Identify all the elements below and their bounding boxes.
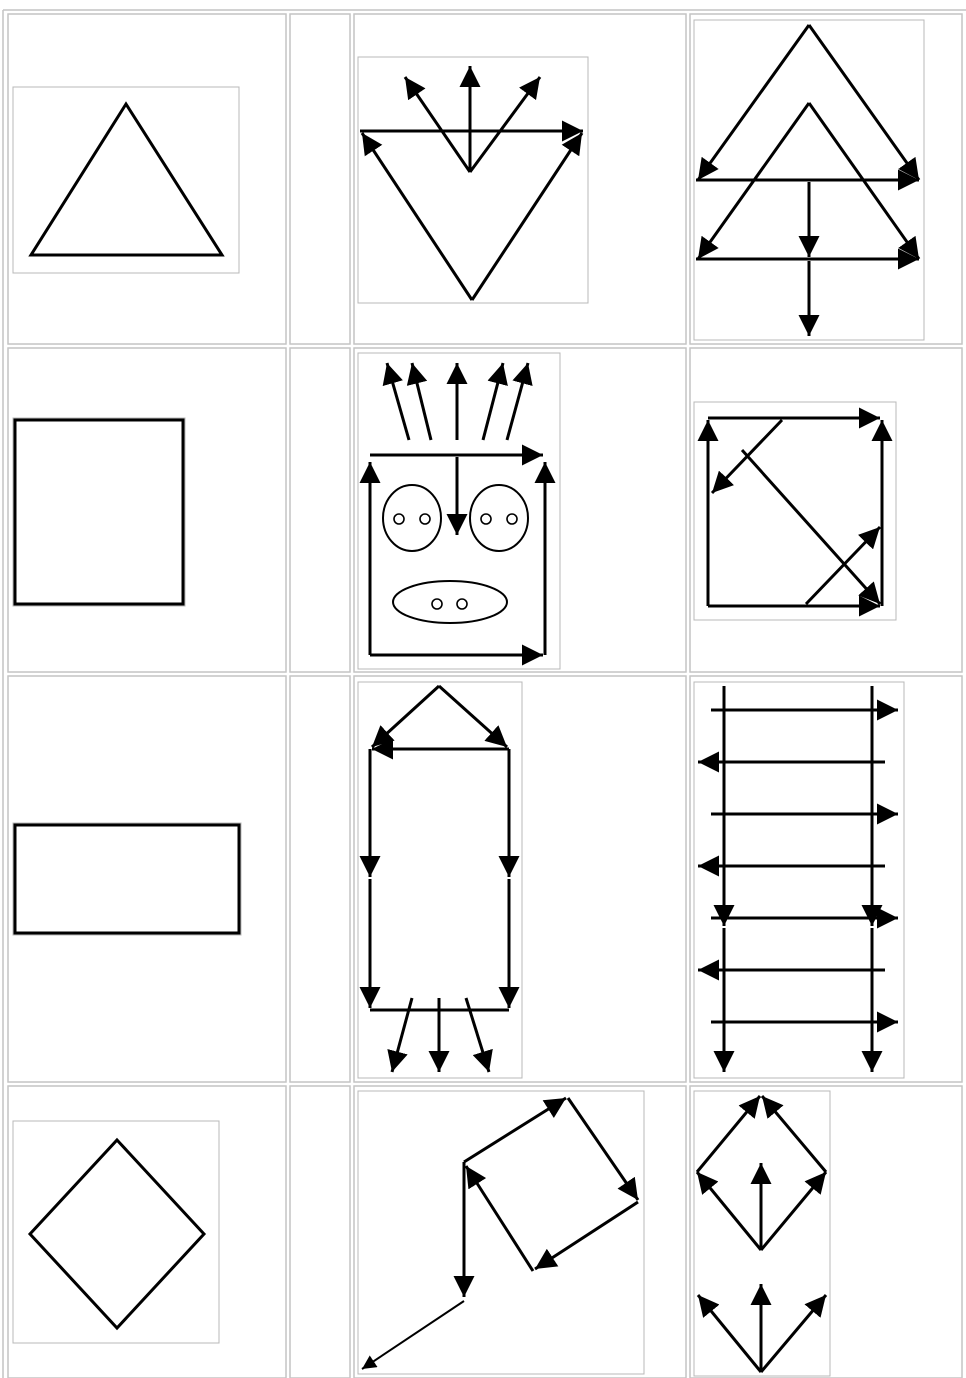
frame-r4c1 [13, 1121, 219, 1343]
frame-r3c1 [13, 823, 241, 935]
frame-r1c1 [13, 87, 239, 273]
frame-r2c3 [358, 353, 560, 669]
frame-r2c1 [13, 418, 185, 606]
frame-r4c3 [358, 1091, 644, 1374]
